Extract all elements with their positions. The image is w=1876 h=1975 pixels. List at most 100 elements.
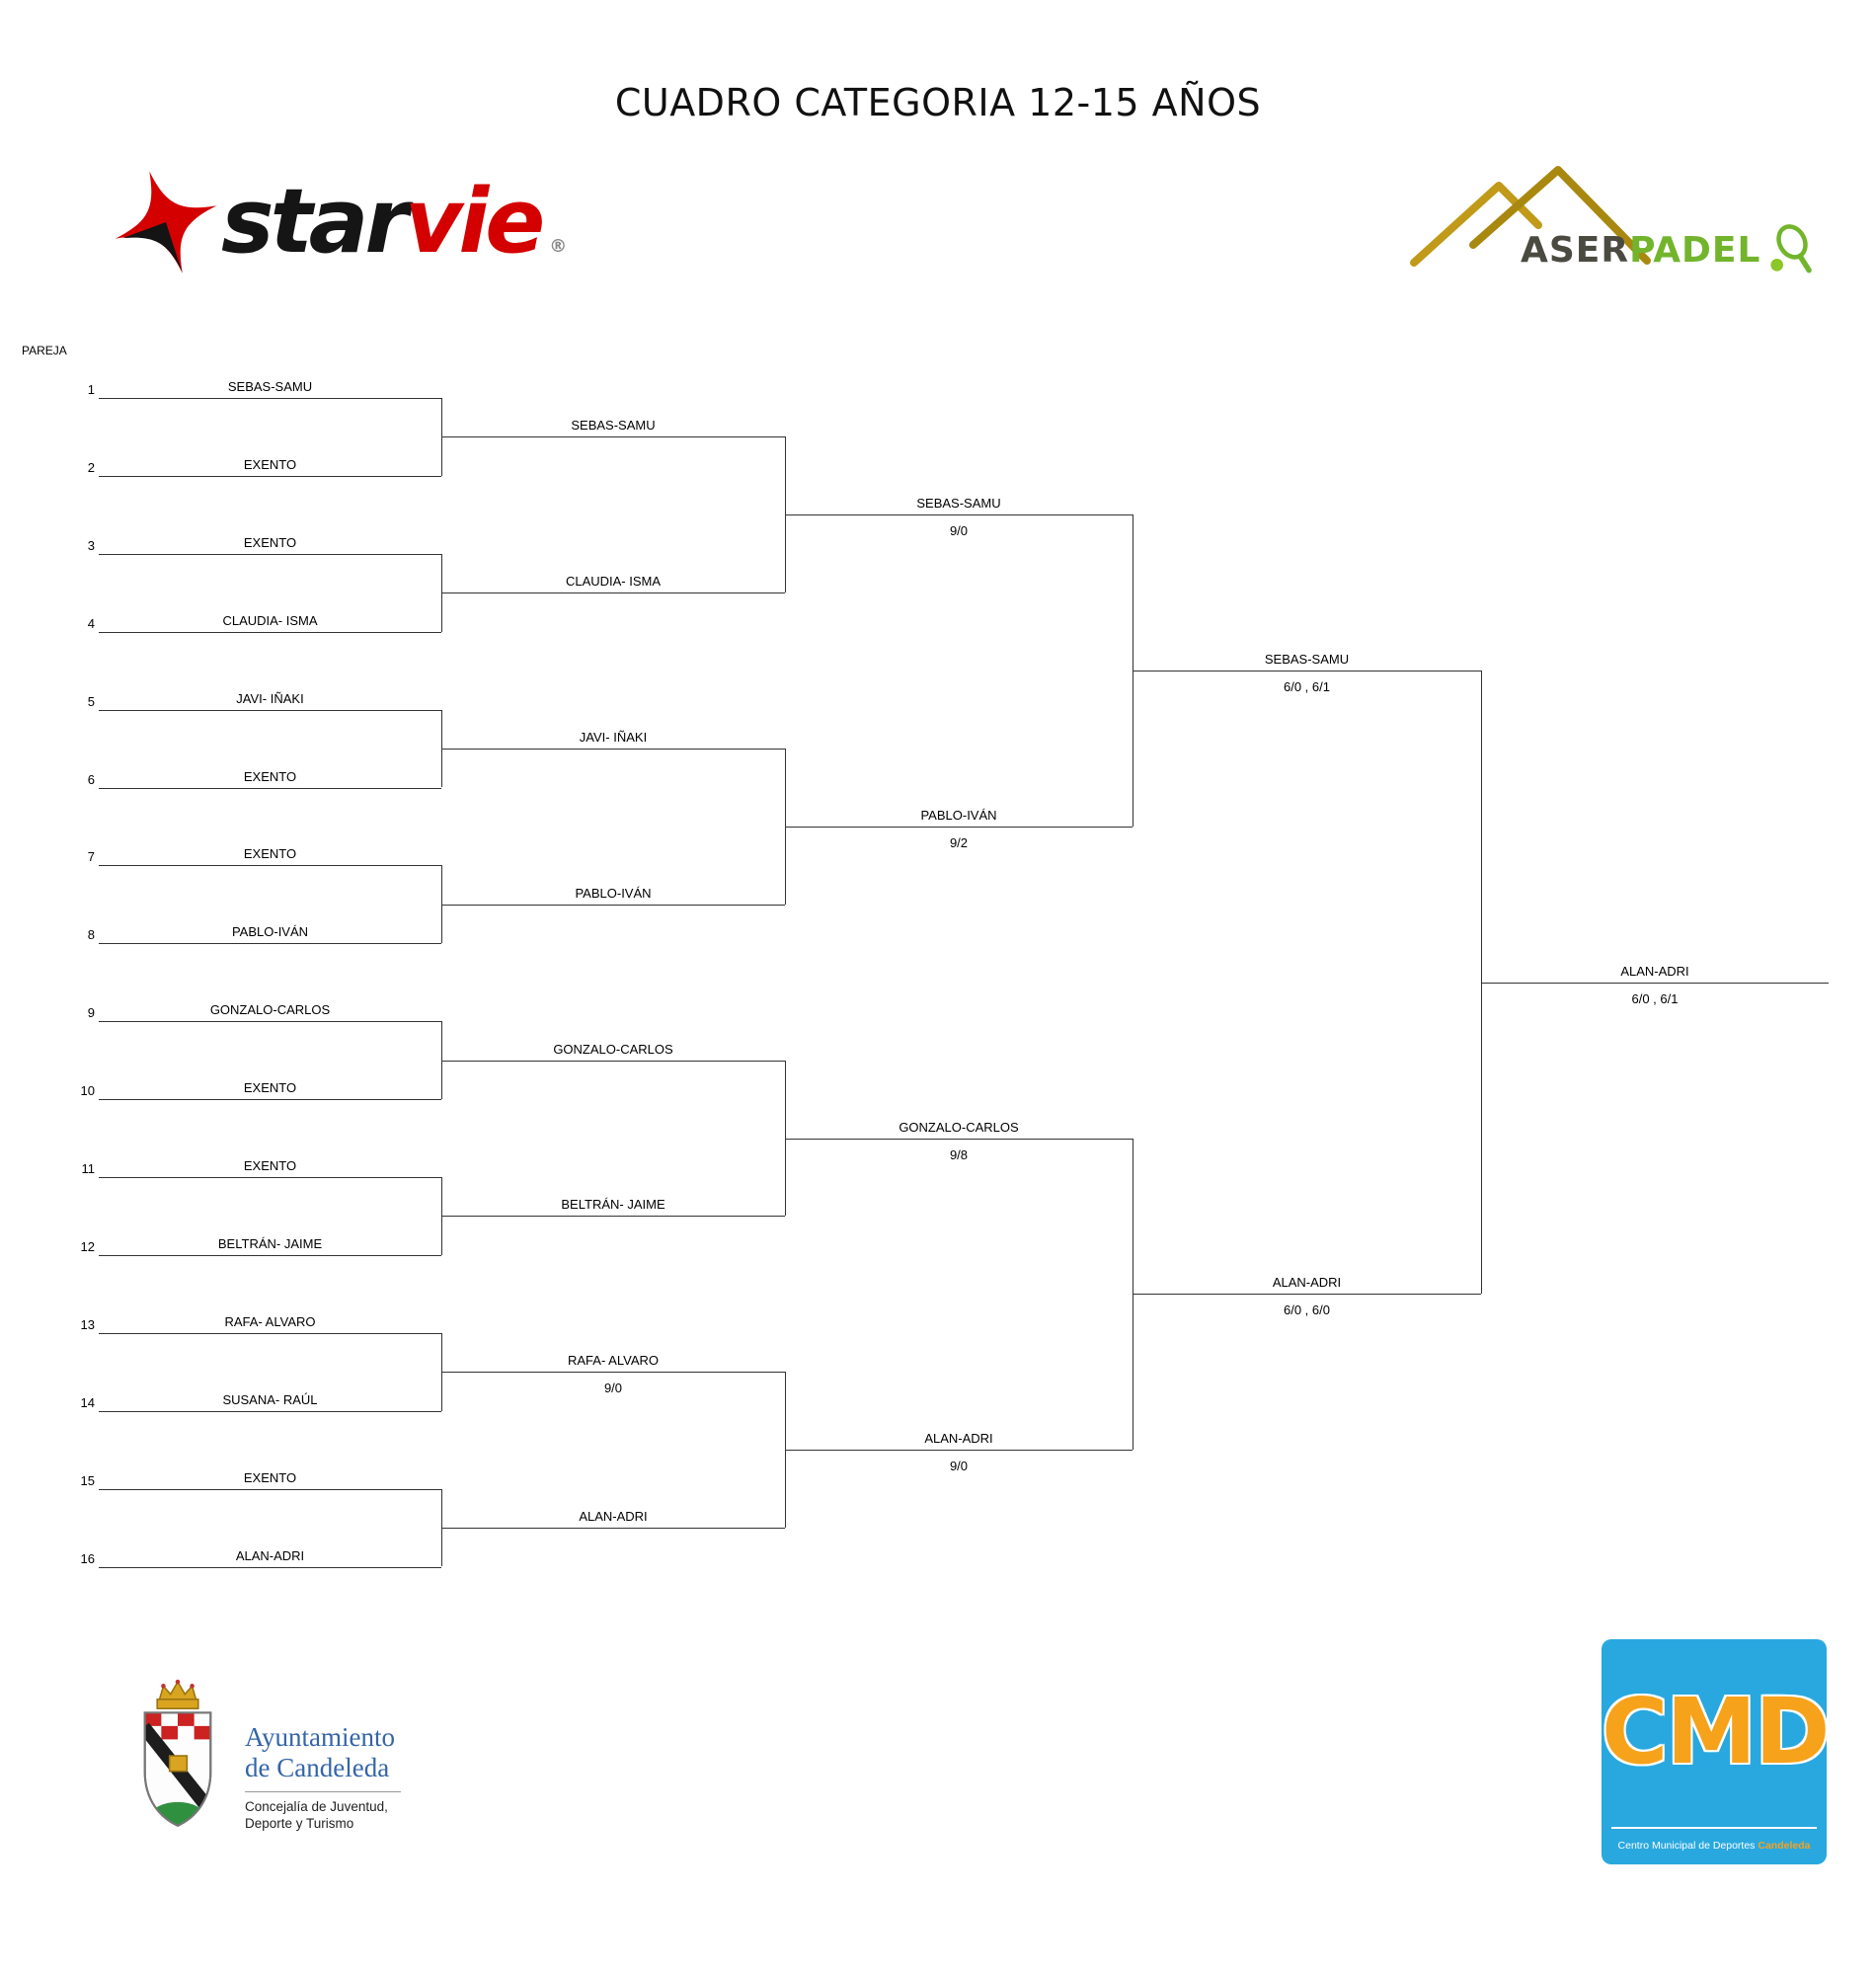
team-label: EXENTO xyxy=(243,534,297,550)
bracket-connector xyxy=(785,1372,786,1529)
team-label: SEBAS-SAMU xyxy=(571,418,656,434)
bracket-connector xyxy=(1481,671,1482,1295)
team-label: ALAN-ADRI xyxy=(1620,963,1689,979)
candeleda-coat-of-arms-icon xyxy=(143,1679,212,1827)
team-label: GONZALO-CARLOS xyxy=(553,1041,673,1057)
team-label: BELTRÁN- JAIME xyxy=(561,1197,665,1213)
bracket-connector xyxy=(441,1332,442,1411)
bracket-line xyxy=(441,1060,785,1062)
bracket-line xyxy=(99,1332,441,1334)
team-label: ALAN-ADRI xyxy=(235,1547,305,1563)
pair-number: 11 xyxy=(81,1161,96,1176)
bracket-connector xyxy=(441,709,442,788)
bracket-line xyxy=(785,514,1133,516)
bracket-connector xyxy=(441,553,442,632)
pair-number: 1 xyxy=(87,382,95,397)
team-label: PABLO-IVÁN xyxy=(231,924,309,940)
pair-number: 8 xyxy=(87,927,95,943)
bracket-line xyxy=(785,826,1133,828)
match-score: 6/0 , 6/0 xyxy=(1284,1303,1330,1318)
aserpadel-text-aser: ASER xyxy=(1521,229,1630,271)
bracket-line xyxy=(441,904,785,906)
bracket-line xyxy=(441,1372,785,1374)
starvie-star-icon xyxy=(115,171,217,274)
padel-racket-icon xyxy=(1770,224,1813,274)
team-label: SEBAS-SAMU xyxy=(916,496,1001,512)
team-label: EXENTO xyxy=(243,1158,297,1173)
bracket-connector xyxy=(785,436,786,593)
team-label: SEBAS-SAMU xyxy=(227,379,313,394)
bracket-line xyxy=(1481,982,1829,984)
bracket-line xyxy=(99,943,441,945)
bracket-line xyxy=(99,1099,441,1101)
pair-number: 7 xyxy=(87,849,95,865)
ayuntamiento-text: Ayuntamiento de Candeleda Concejalía de … xyxy=(245,1722,401,1833)
team-label: JAVI- IÑAKI xyxy=(236,690,304,706)
team-label: RAFA- ALVARO xyxy=(568,1353,659,1369)
bracket-connector xyxy=(441,865,442,944)
team-label: CLAUDIA- ISMA xyxy=(222,612,318,628)
page-title: CUADRO CATEGORIA 12-15 AÑOS xyxy=(614,81,1262,124)
bracket-line xyxy=(1133,1294,1481,1296)
match-score: 9/0 xyxy=(949,1459,969,1474)
bracket-line xyxy=(99,475,441,477)
team-label: GONZALO-CARLOS xyxy=(899,1119,1019,1135)
ayuntamiento-logo: Ayuntamiento de Candeleda Concejalía de … xyxy=(126,1677,401,1833)
cmd-caption-prefix: Centro Municipal de Deportes xyxy=(1617,1840,1756,1852)
pair-number: 4 xyxy=(87,615,95,631)
team-label: BELTRÁN- JAIME xyxy=(217,1235,323,1251)
bracket-line xyxy=(785,1138,1133,1140)
team-label: PABLO-IVÁN xyxy=(575,885,652,901)
bracket-line xyxy=(441,1216,785,1218)
team-label: JAVI- IÑAKI xyxy=(579,730,648,746)
team-label: RAFA- ALVARO xyxy=(224,1313,316,1329)
bracket-line xyxy=(1133,671,1481,672)
pair-number: 16 xyxy=(80,1550,95,1566)
bracket-line xyxy=(441,749,785,750)
team-label: SUSANA- RAÚL xyxy=(222,1391,318,1407)
bracket-line xyxy=(99,1021,441,1023)
bracket-connector xyxy=(441,398,442,476)
team-label: SEBAS-SAMU xyxy=(1264,652,1350,668)
pair-number: 3 xyxy=(87,537,95,553)
bracket-connector xyxy=(441,1177,442,1255)
match-score: 6/0 , 6/1 xyxy=(1284,679,1330,695)
team-label: EXENTO xyxy=(243,1469,297,1485)
bracket-line xyxy=(99,1410,441,1412)
pair-number: 13 xyxy=(80,1316,95,1332)
bracket-line xyxy=(441,436,785,438)
bracket-connector xyxy=(785,749,786,905)
match-score: 9/8 xyxy=(949,1146,969,1162)
cmd-acronym: CMD xyxy=(1602,1679,1830,1784)
registered-mark: ® xyxy=(549,236,568,258)
team-label: EXENTO xyxy=(243,846,297,862)
cmd-logo: CMD Centro Municipal de Deportes Candele… xyxy=(1602,1639,1830,1864)
starvie-text-vie: vie xyxy=(404,169,546,274)
bracket-connector xyxy=(441,1488,442,1567)
team-label: ALAN-ADRI xyxy=(1272,1275,1342,1291)
team-label: ALAN-ADRI xyxy=(924,1431,993,1447)
bracket-line xyxy=(785,1450,1133,1452)
bracket-line xyxy=(99,1177,441,1178)
bracket-line xyxy=(99,787,441,789)
cmd-caption: Centro Municipal de Deportes Candeleda xyxy=(1602,1840,1827,1852)
bracket-connector xyxy=(785,1060,786,1217)
bracket-connector xyxy=(441,1021,442,1100)
ayuntamiento-name-line1: Ayuntamiento xyxy=(245,1722,395,1752)
mountains-icon xyxy=(1410,166,1651,267)
bracket-line xyxy=(441,592,785,594)
bracket-line xyxy=(99,865,441,867)
match-score: 9/0 xyxy=(949,523,969,539)
cmd-caption-highlight: Candeleda xyxy=(1758,1840,1811,1852)
divider xyxy=(245,1790,401,1792)
ayuntamiento-dept-line1: Concejalía de Juventud, xyxy=(245,1798,388,1814)
column-header-pareja: PAREJA xyxy=(22,344,67,357)
bracket-line xyxy=(99,1488,441,1490)
bracket-line xyxy=(99,553,441,555)
pair-number: 2 xyxy=(87,459,95,475)
